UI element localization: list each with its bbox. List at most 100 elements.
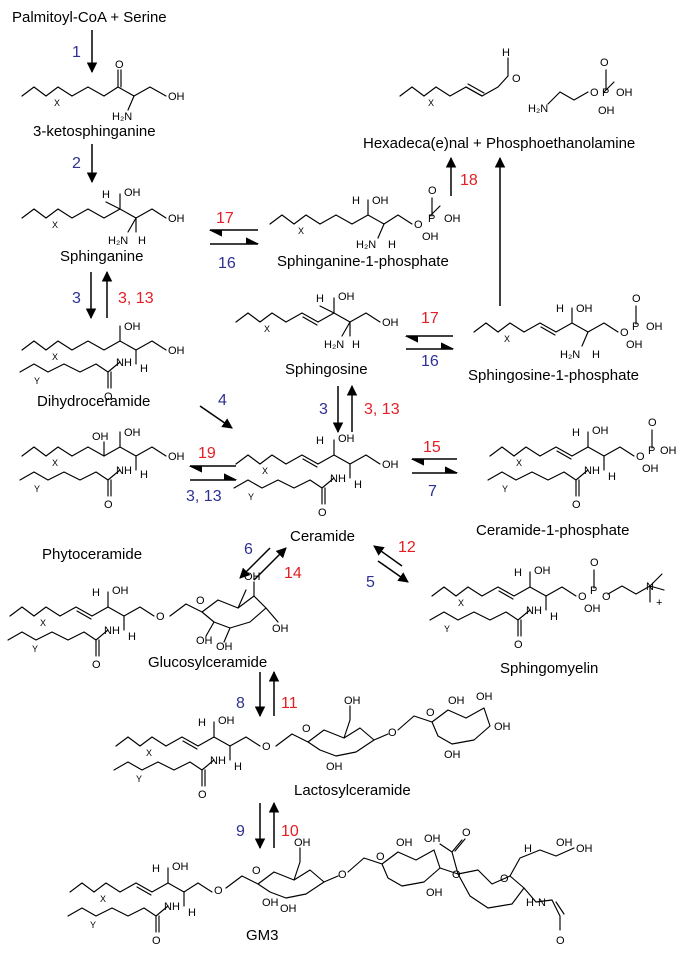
hydrogen-label: H bbox=[526, 897, 534, 909]
hydrogen-label: H bbox=[502, 47, 510, 59]
amine-label: H₂N bbox=[324, 339, 344, 351]
x-label: X bbox=[516, 458, 522, 468]
oxygen-label: O bbox=[156, 611, 165, 623]
hydroxyl-label: OH bbox=[372, 195, 389, 207]
x-label: X bbox=[40, 618, 46, 628]
sphinganine-1-phosphate-label: Sphinganine-1-phosphate bbox=[277, 253, 449, 270]
hydrogen-label: H bbox=[140, 469, 148, 481]
phosphorus-label: P bbox=[648, 445, 655, 457]
sphinganine-label: Sphinganine bbox=[60, 248, 143, 265]
structure-lactosylceramide: X Y H OH NH H O O O OH OH O O OH OH OH O… bbox=[113, 691, 511, 801]
hydroxyl-label: OH bbox=[124, 187, 141, 199]
y-label: Y bbox=[502, 484, 508, 494]
hydrogen-label: H bbox=[234, 761, 242, 773]
arrow-4 bbox=[199, 405, 233, 429]
enzyme-7: 7 bbox=[428, 483, 437, 500]
oxygen-label: O bbox=[214, 885, 223, 897]
hydrogen-label: H bbox=[524, 843, 532, 855]
y-label: Y bbox=[136, 774, 142, 784]
x-label: X bbox=[458, 598, 464, 608]
y-label: Y bbox=[444, 624, 450, 634]
hydrogen-label: H bbox=[92, 587, 100, 599]
oxygen-label: O bbox=[512, 73, 521, 85]
phosphorus-label: P bbox=[590, 585, 597, 597]
hydrogen-label: H bbox=[352, 195, 360, 207]
hydrogen-label: H bbox=[198, 717, 206, 729]
amide-nh-label: NH bbox=[116, 465, 132, 477]
oxygen-label: O bbox=[452, 869, 461, 881]
oxygen-label: O bbox=[414, 219, 423, 231]
hydroxyl-label: OH bbox=[396, 837, 413, 849]
structure-sphingosine-1-phosphate: X H OH H₂N H O P O OH OH bbox=[473, 293, 663, 361]
hydrogen-label: H bbox=[138, 235, 146, 247]
enzyme-3-13b: 3, 13 bbox=[364, 401, 400, 418]
structure-phytoceramide: X Y OH OH NH H O OH bbox=[19, 427, 185, 511]
hydroxyl-label: OH bbox=[448, 695, 465, 707]
x-label: X bbox=[54, 98, 60, 108]
oxygen-label: O bbox=[572, 499, 581, 511]
hydroxyl-label: OH bbox=[272, 623, 289, 635]
hydroxyl-label: OH bbox=[426, 887, 443, 899]
oxygen-label: O bbox=[632, 293, 641, 305]
oxygen-label: O bbox=[602, 591, 611, 603]
hydroxyl-label: OH bbox=[444, 749, 461, 761]
structure-dihydroceramide: X Y OH NH H O OH bbox=[19, 321, 185, 403]
enzyme-16b: 16 bbox=[421, 353, 439, 370]
hydroxyl-label: OH bbox=[576, 303, 593, 315]
enzyme-6: 6 bbox=[244, 541, 253, 558]
arrow-6 bbox=[239, 547, 271, 579]
structure-hexadecenal-phosphoethanolamine: X H O H₂N O P O OH OH bbox=[399, 47, 633, 117]
structure-gm3: X Y H OH NH H O O O OH OH OH O O OH OH O… bbox=[67, 827, 593, 947]
hydroxyl-label: OH bbox=[168, 91, 185, 103]
hydrogen-label: H bbox=[556, 303, 564, 315]
enzyme-17a: 17 bbox=[216, 210, 234, 227]
nitrogen-label: N bbox=[646, 581, 654, 593]
amide-nh-label: NH bbox=[104, 625, 120, 637]
hydroxyl-label: OH bbox=[216, 641, 233, 653]
lactosylceramide-label: Lactosylceramide bbox=[294, 782, 411, 799]
hydrogen-label: H bbox=[102, 189, 110, 201]
oxygen-label: O bbox=[338, 869, 347, 881]
oxygen-label: O bbox=[590, 557, 599, 569]
hydroxyl-label: OH bbox=[382, 317, 399, 329]
enzyme-15: 15 bbox=[423, 439, 441, 456]
enzyme-9: 9 bbox=[236, 823, 245, 840]
enzyme-10: 10 bbox=[281, 823, 299, 840]
oxygen-label: O bbox=[252, 865, 261, 877]
oxygen-label: O bbox=[115, 59, 124, 71]
hydroxyl-label: OH bbox=[592, 425, 609, 437]
structure-ceramide: X Y H OH NH H O OH bbox=[233, 433, 399, 519]
phytoceramide-label: Phytoceramide bbox=[42, 546, 142, 563]
hydroxyl-label: OH bbox=[262, 897, 279, 909]
degradation-products-label: Hexadeca(e)nal + Phosphoethanolamine bbox=[363, 135, 635, 152]
phosphorus-label: P bbox=[428, 213, 435, 225]
oxygen-label: O bbox=[426, 707, 435, 719]
hydroxyl-label: OH bbox=[424, 833, 441, 845]
enzyme-19: 19 bbox=[198, 445, 216, 462]
hydroxyl-label: OH bbox=[112, 585, 129, 597]
oxygen-label: O bbox=[636, 451, 645, 463]
x-label: X bbox=[146, 748, 152, 758]
structure-glucosylceramide: X Y H OH NH H O O O OH OH OH OH bbox=[7, 571, 289, 671]
phosphorus-label: P bbox=[632, 321, 639, 333]
amine-label: H₂N bbox=[528, 103, 548, 115]
oxygen-label: O bbox=[600, 57, 609, 69]
arrow-12 bbox=[373, 545, 403, 567]
oxygen-label: O bbox=[556, 935, 565, 947]
x-label: X bbox=[262, 466, 268, 476]
reaction-arrows bbox=[85, 30, 506, 850]
hydroxyl-label: OH bbox=[584, 603, 601, 615]
hydrogen-label: H bbox=[608, 471, 616, 483]
hydroxyl-label: OH bbox=[218, 715, 235, 727]
ceramide-label: Ceramide bbox=[290, 528, 355, 545]
amine-label: H₂N bbox=[356, 239, 376, 251]
charge-label: + bbox=[656, 597, 662, 609]
structure-sphinganine: X H OH H₂N H OH bbox=[21, 187, 185, 247]
hydroxyl-label: OH bbox=[344, 695, 361, 707]
hydroxyl-label: OH bbox=[168, 451, 185, 463]
enzyme-labels: 1 2 3 3, 13 17 16 17 16 4 3 3, 13 19 3, … bbox=[72, 44, 478, 840]
hydroxyl-label: OH bbox=[244, 571, 261, 583]
hydroxyl-label: OH bbox=[476, 691, 493, 703]
hydrogen-label: H bbox=[352, 339, 360, 351]
